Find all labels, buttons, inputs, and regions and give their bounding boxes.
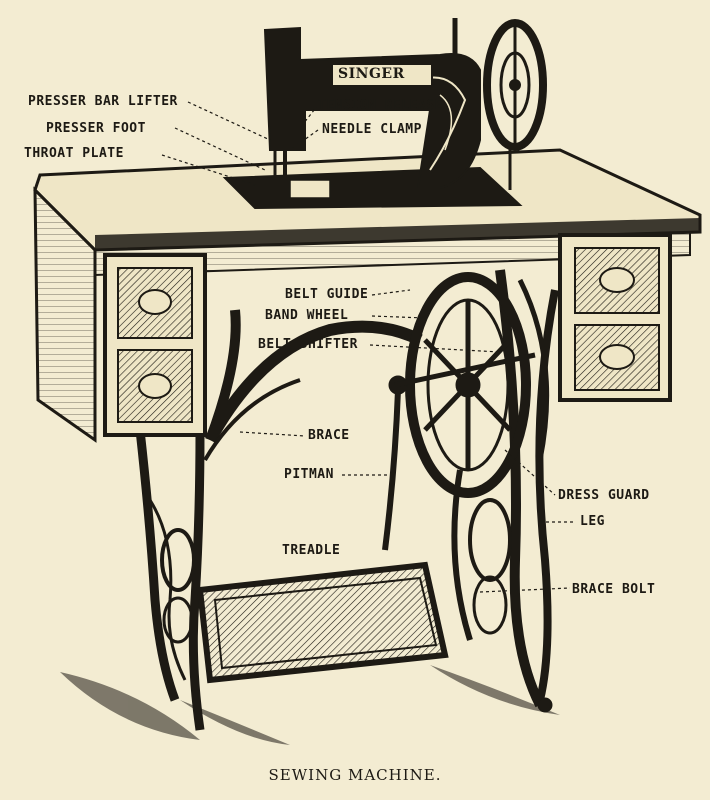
label-belt-shifter: BELT SHIFTER xyxy=(258,337,358,352)
label-presser-foot: PRESSER FOOT xyxy=(46,121,146,136)
label-throat-plate: THROAT PLATE xyxy=(24,146,124,161)
label-belt-guide: BELT GUIDE xyxy=(285,287,369,302)
label-band-wheel: BAND WHEEL xyxy=(265,308,349,323)
label-dress-guard: DRESS GUARD xyxy=(558,488,650,503)
label-leg: LEG xyxy=(580,514,605,529)
label-needle-clamp: NEEDLE CLAMP xyxy=(322,122,422,137)
label-tension-release: TENSION RELEASE xyxy=(318,98,443,113)
label-presser-bar-lifter: PRESSER BAR LIFTER xyxy=(28,94,178,109)
leader-lines xyxy=(161,101,575,593)
label-brace-bolt: BRACE BOLT xyxy=(572,582,656,597)
treadle xyxy=(196,561,449,684)
floor-shadows xyxy=(60,665,560,745)
figure-caption: SEWING MACHINE. xyxy=(268,766,442,784)
brand-logo: SINGER xyxy=(338,66,405,82)
label-brace: BRACE xyxy=(308,428,350,443)
label-pitman: PITMAN xyxy=(284,467,334,482)
cast-iron-stand xyxy=(135,269,559,731)
machine-head xyxy=(222,18,547,210)
label-treadle: TREADLE xyxy=(282,543,341,558)
